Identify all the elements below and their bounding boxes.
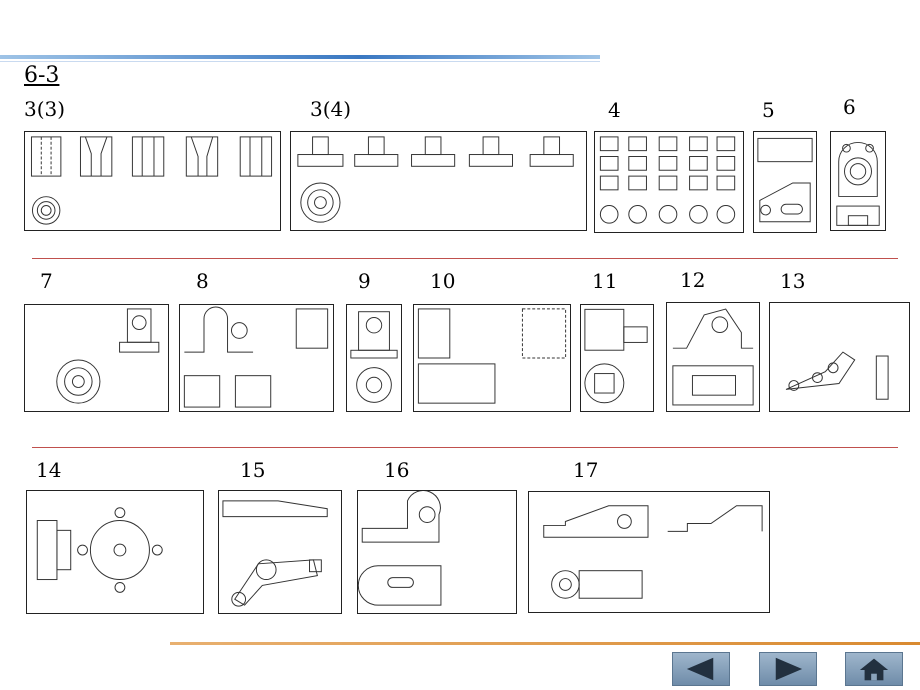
item-label-12: 12 (680, 268, 706, 292)
prev-button[interactable] (672, 652, 730, 686)
section-title: 6-3 (24, 63, 60, 88)
drawing-5-graphic (757, 137, 813, 223)
drawing-7-graphic (56, 308, 160, 404)
left-arrow-icon (686, 657, 714, 681)
item-label-4: 4 (608, 98, 621, 122)
drawing-thumb-5[interactable] (753, 131, 817, 233)
item-label-13: 13 (780, 269, 806, 293)
drawing-thumb-4[interactable] (594, 131, 744, 233)
top-rule (0, 55, 600, 59)
item-label-8: 8 (196, 269, 209, 293)
item-label-11: 11 (592, 269, 618, 293)
row-divider-1 (32, 258, 898, 259)
drawing-thumb-3-3[interactable] (24, 131, 281, 231)
next-button[interactable] (759, 652, 817, 686)
drawing-thumb-8[interactable] (179, 304, 334, 412)
drawing-9-graphic (350, 311, 398, 403)
drawing-thumb-17[interactable] (528, 491, 770, 613)
item-label-9: 9 (358, 269, 371, 293)
drawing-thumb-6[interactable] (830, 131, 886, 231)
item-label-6: 6 (843, 95, 856, 119)
item-label-15: 15 (240, 458, 266, 482)
drawing-thumb-15[interactable] (218, 490, 342, 614)
home-button[interactable] (845, 652, 903, 686)
drawing-14-graphic (36, 507, 163, 593)
item-label-17: 17 (573, 458, 599, 482)
drawing-4-graphic (599, 136, 736, 224)
drawing-13-graphic (785, 351, 889, 400)
drawing-3-3-graphic (30, 136, 273, 225)
drawing-11-graphic (584, 308, 648, 404)
item-label-16: 16 (384, 458, 410, 482)
drawing-17-graphic (543, 505, 763, 599)
top-rule-thin (0, 61, 600, 62)
drawing-thumb-9[interactable] (346, 304, 402, 412)
item-label-10: 10 (430, 269, 456, 293)
row-divider-2 (32, 447, 898, 448)
item-label-3-3: 3(3) (24, 97, 66, 121)
drawing-thumb-11[interactable] (580, 304, 654, 412)
drawing-thumb-14[interactable] (26, 490, 204, 614)
drawing-thumb-13[interactable] (769, 302, 910, 412)
drawing-3-4-graphic (297, 136, 574, 223)
drawing-6-graphic (836, 142, 880, 226)
bottom-rule (170, 642, 920, 645)
drawing-15-graphic (222, 500, 328, 607)
drawing-10-graphic (417, 308, 567, 404)
drawing-thumb-3-4[interactable] (290, 131, 587, 231)
drawing-12-graphic (672, 308, 754, 406)
drawing-16-graphic (358, 491, 442, 606)
item-label-3-4: 3(4) (310, 97, 352, 121)
item-label-14: 14 (36, 458, 62, 482)
item-label-7: 7 (40, 269, 53, 293)
item-label-5: 5 (762, 98, 775, 122)
drawing-thumb-7[interactable] (24, 304, 169, 412)
home-icon (859, 658, 889, 681)
drawing-thumb-10[interactable] (413, 304, 571, 412)
drawing-thumb-12[interactable] (666, 302, 760, 412)
drawing-8-graphic (183, 306, 329, 408)
drawing-thumb-16[interactable] (357, 490, 517, 614)
right-arrow-icon (775, 657, 803, 681)
